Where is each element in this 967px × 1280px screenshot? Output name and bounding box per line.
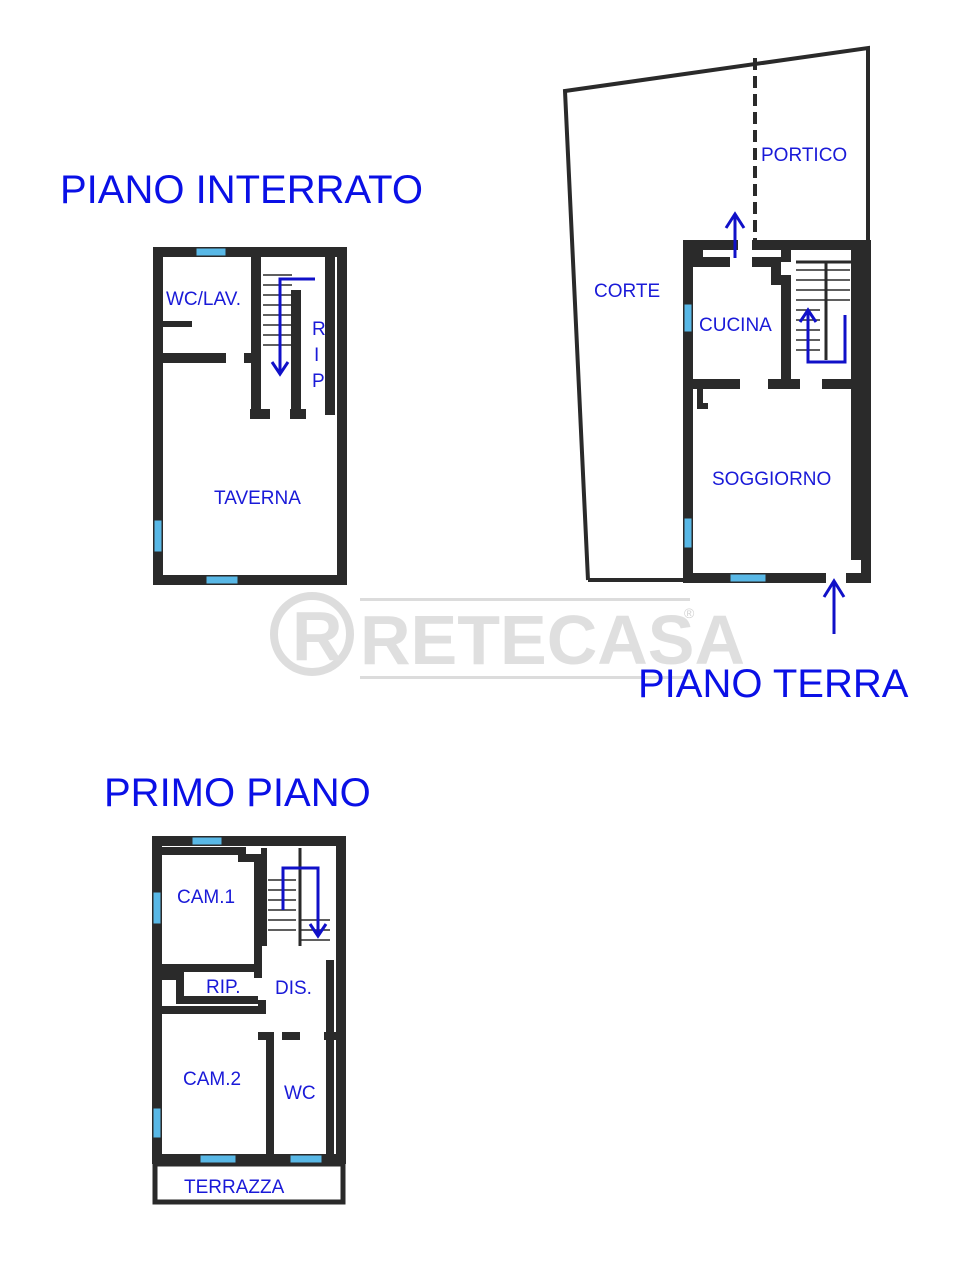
room-rip-letter-r: R	[312, 319, 326, 340]
piano-interrato-title: PIANO INTERRATO	[60, 168, 423, 212]
room-rip: RIP.	[206, 977, 241, 998]
piano-terra-title: PIANO TERRA	[638, 662, 909, 706]
room-dis: DIS.	[275, 978, 312, 999]
room-portico: PORTICO	[761, 145, 847, 166]
room-rip-letter-i: I	[314, 345, 319, 366]
room-wc-lav: WC/LAV.	[166, 289, 241, 310]
stair-up-arrow	[798, 307, 847, 364]
room-soggiorno: SOGGIORNO	[712, 469, 831, 490]
exit-arrow-to-portico	[724, 211, 746, 258]
window	[152, 891, 162, 925]
staircase	[263, 274, 292, 346]
stair-down-arrow	[281, 866, 328, 939]
window	[152, 1107, 162, 1139]
window	[153, 519, 163, 553]
room-cam-2: CAM.2	[183, 1069, 241, 1090]
room-terrazza: TERRAZZA	[184, 1177, 285, 1198]
window	[289, 1154, 323, 1164]
window	[199, 1154, 237, 1164]
window	[195, 247, 227, 257]
window	[205, 575, 239, 585]
room-cam-1: CAM.1	[177, 887, 235, 908]
window	[683, 303, 693, 333]
room-corte: CORTE	[594, 281, 660, 302]
window	[683, 517, 693, 549]
staircase	[796, 260, 856, 360]
primo-piano-title: PRIMO PIANO	[104, 771, 371, 815]
primo-piano-plan: PRIMO PIANO	[104, 771, 371, 1205]
room-taverna: TAVERNA	[214, 488, 301, 509]
room-cucina: CUCINA	[699, 315, 772, 336]
retecasa-watermark: R RETECASA ®	[270, 592, 745, 679]
watermark-registered: ®	[684, 605, 695, 621]
room-rip-letter-p: P	[312, 371, 325, 392]
watermark-brand: RETECASA	[360, 601, 745, 679]
window	[191, 836, 223, 846]
room-wc: WC	[284, 1083, 316, 1104]
watermark-logo-letter: R	[292, 597, 343, 675]
stair-down-arrow	[270, 277, 315, 377]
piano-interrato-plan: PIANO INTERRATO WC/LAV. R I	[60, 168, 423, 585]
window	[729, 573, 767, 583]
entrance-arrow	[822, 578, 846, 634]
piano-terra-plan: PORTICO CORTE CUCINA SOGGIORNO PIANO TER…	[562, 45, 909, 706]
